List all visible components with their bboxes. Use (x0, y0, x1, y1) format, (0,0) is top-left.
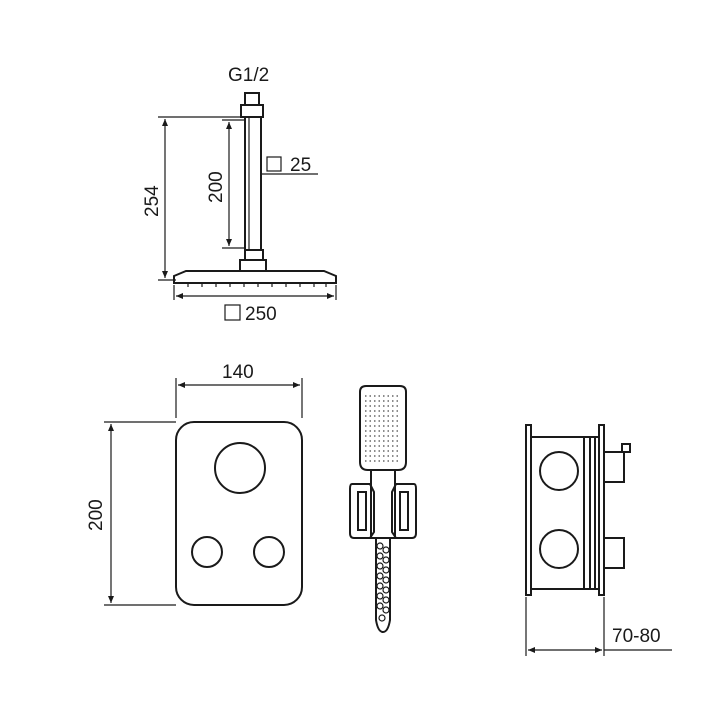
diverter-knob-left (191, 536, 223, 568)
hose-pattern (376, 542, 390, 622)
dimension-install-depth: 70-80 (525, 597, 672, 656)
thread-size-label: G1/2 (228, 65, 269, 86)
shower-head-diagram: G1/2 254 (142, 65, 337, 325)
shower-hose (375, 538, 391, 634)
cover-plate (175, 421, 303, 606)
hand-shower (349, 385, 417, 634)
dimension-plate-width: 140 (175, 362, 303, 418)
dimension-head-size: 250 (173, 285, 337, 325)
dimension-arm-section: 25 (260, 155, 318, 176)
plate-width-value: 140 (222, 362, 254, 383)
dimension-overall-height: 254 (142, 116, 245, 281)
overall-height-value: 254 (142, 185, 163, 217)
dimension-plate-height: 200 (86, 421, 176, 606)
square-symbol-icon (224, 304, 241, 321)
nozzle-row (187, 283, 327, 287)
arm-section-value: 25 (290, 155, 311, 176)
arm-length-value: 200 (206, 171, 227, 203)
mixer-front-view: 140 200 (86, 362, 303, 606)
dimension-arm-length: 200 (206, 119, 245, 249)
install-depth-value: 70-80 (612, 626, 661, 647)
shower-arm (244, 116, 262, 251)
back-flange (598, 424, 605, 596)
plate-height-value: 200 (86, 499, 107, 531)
outlet-upper (603, 451, 625, 483)
spray-nozzle-grid (365, 392, 401, 464)
valve-cartridge-upper (539, 451, 579, 491)
shower-head-plate (173, 270, 337, 284)
holder-bracket (349, 483, 375, 539)
valve-cartridge-lower (539, 529, 579, 569)
head-size-value: 250 (245, 304, 277, 325)
diverter-knob-right (253, 536, 285, 568)
outlet-lower (603, 537, 625, 569)
main-control-knob (214, 442, 266, 494)
square-symbol-icon (266, 156, 282, 172)
valve-side-view: 70-80 (525, 424, 672, 656)
